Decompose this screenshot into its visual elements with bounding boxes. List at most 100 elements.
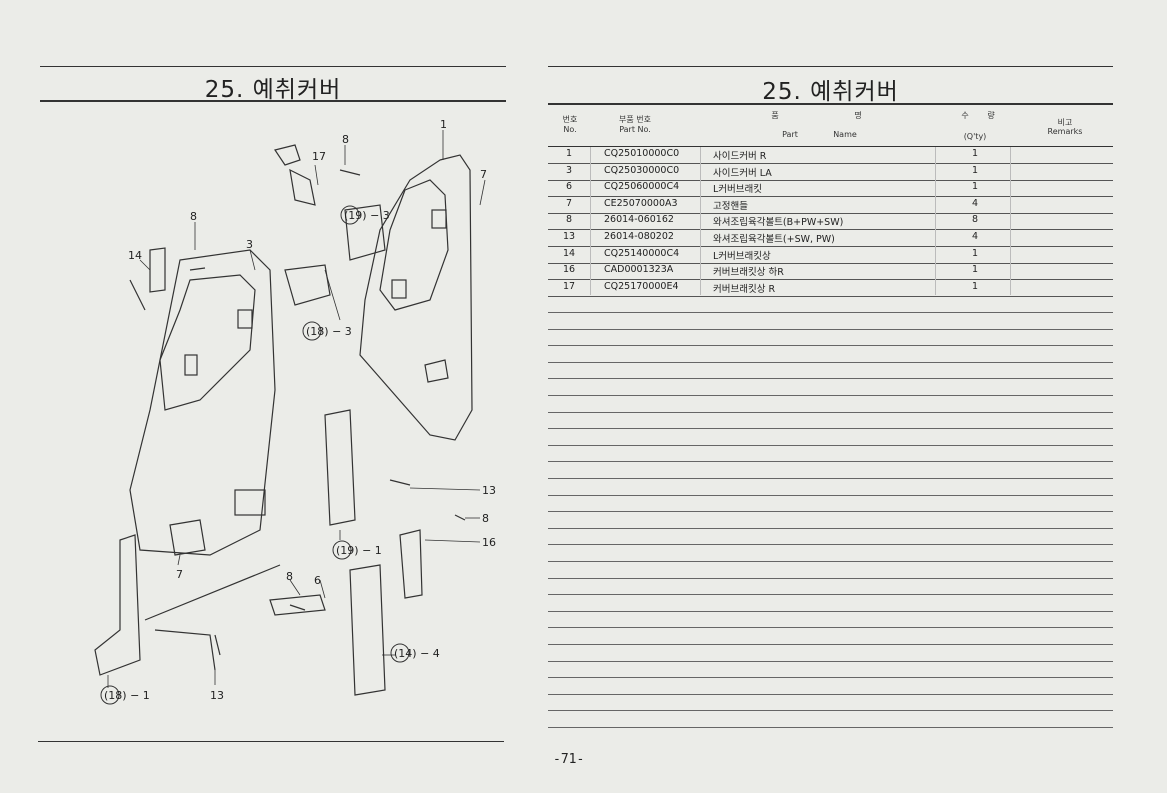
header-name-en-2: Name xyxy=(833,130,857,139)
row-quantity: 4 xyxy=(971,231,979,242)
callout-8-top: 8 xyxy=(342,133,349,146)
callout-17: 17 xyxy=(312,150,326,163)
row-no: 1 xyxy=(565,148,573,159)
column-separator xyxy=(700,147,701,295)
exploded-parts-diagram: 1 7 8 17 (19) − 3 8 3 14 (18) − 3 13 8 1… xyxy=(94,118,496,705)
callout-16: 16 xyxy=(482,536,496,549)
callout-7-bottom: 7 xyxy=(176,568,183,581)
row-quantity: 1 xyxy=(971,181,979,193)
blank-row-rule xyxy=(548,727,1113,728)
row-quantity: 8 xyxy=(971,214,979,226)
row-no: 13 xyxy=(562,231,576,242)
row-no: 14 xyxy=(562,247,576,259)
row-no: 8 xyxy=(565,214,573,226)
right-page-title: 25. 예취커버 xyxy=(762,79,899,105)
row-quantity: 1 xyxy=(971,280,979,292)
blank-row-rule xyxy=(548,627,1113,628)
row-part-number: 26014-080202 xyxy=(604,231,674,242)
blank-row-rule xyxy=(548,312,1113,313)
table-row-rule xyxy=(548,229,1113,231)
row-quantity: 1 xyxy=(971,148,979,159)
page-number: -71- xyxy=(553,752,585,767)
header-qty-en: (Q'ty) xyxy=(963,132,987,141)
header-no-en: No. xyxy=(563,125,577,134)
row-part-number: CQ25140000C4 xyxy=(604,247,680,259)
blank-row-rule xyxy=(548,461,1113,462)
row-part-number: CQ25030000C0 xyxy=(604,164,680,176)
right-title-bottom-rule xyxy=(548,103,1113,105)
blank-row-rule xyxy=(548,378,1113,379)
blank-row-rule xyxy=(548,710,1113,711)
blank-row-rule xyxy=(548,578,1113,579)
header-part-no-en: Part No. xyxy=(619,125,651,134)
row-quantity: 1 xyxy=(971,264,979,276)
table-row-rule xyxy=(548,196,1113,198)
right-title-top-rule xyxy=(548,66,1113,67)
row-no: 17 xyxy=(562,280,576,292)
callout-1: 1 xyxy=(440,118,447,131)
row-part-name: 사이드커버 LA xyxy=(713,167,772,179)
left-bottom-rule xyxy=(38,741,504,742)
callout-8-bottom: 8 xyxy=(286,570,293,583)
row-part-number: 26014-060162 xyxy=(604,214,674,226)
row-part-name: 커버브래킷상 R xyxy=(713,283,776,295)
header-name-en-1: Part xyxy=(782,130,798,139)
callout-18-1: (18) − 1 xyxy=(104,689,150,702)
blank-row-rule xyxy=(548,395,1113,396)
header-part-no-ko: 부품 번호 xyxy=(619,115,651,124)
row-quantity: 1 xyxy=(971,247,979,259)
row-part-number: CAD0001323A xyxy=(604,264,674,276)
table-row-rule xyxy=(548,179,1113,181)
blank-row-rule xyxy=(548,694,1113,695)
blank-row-rule xyxy=(548,478,1113,479)
row-part-name: 와셔조립육각볼트(B+PW+SW) xyxy=(713,217,844,229)
left-page-title: 25. 예취커버 xyxy=(204,77,342,103)
blank-row-rule xyxy=(548,611,1113,612)
table-header-rule xyxy=(548,146,1113,147)
row-part-number: CQ25010000C0 xyxy=(604,148,680,159)
blank-row-rule xyxy=(548,428,1113,429)
table-row-rule xyxy=(548,212,1113,214)
table-row-rule xyxy=(548,262,1113,264)
blank-row-rule xyxy=(548,594,1113,595)
row-part-name: 고정핸들 xyxy=(713,200,748,212)
blank-row-rule xyxy=(548,345,1113,346)
callout-7: 7 xyxy=(480,168,487,181)
blank-row-rule xyxy=(548,561,1113,562)
blank-row-rule xyxy=(548,528,1113,529)
row-part-name: L커버브래킷 xyxy=(713,184,762,196)
blank-row-rule xyxy=(548,445,1113,446)
blank-row-rule xyxy=(548,412,1113,413)
blank-row-rule xyxy=(548,677,1113,678)
blank-row-rule xyxy=(548,362,1113,363)
header-remarks-ko: 비고 xyxy=(1057,118,1073,127)
header-name-ko-2: 명 xyxy=(854,111,862,120)
callout-14: 14 xyxy=(128,249,142,262)
header-remarks-en: Remarks xyxy=(1047,127,1083,136)
column-separator xyxy=(935,147,936,295)
callout-3: 3 xyxy=(246,238,253,251)
row-part-name: 와셔조립육각볼트(+SW, PW) xyxy=(713,234,835,245)
blank-row-rule xyxy=(548,511,1113,512)
callout-14-4: (14) − 4 xyxy=(394,647,440,660)
row-no: 6 xyxy=(565,181,573,193)
callout-13-bottom: 13 xyxy=(210,689,224,702)
blank-row-rule xyxy=(548,329,1113,330)
callout-6: 6 xyxy=(314,574,321,587)
row-part-name: L커버브래킷상 xyxy=(713,250,771,262)
header-no-ko: 번호 xyxy=(562,115,578,124)
blank-row-rule xyxy=(548,644,1113,645)
callout-13-right: 13 xyxy=(482,484,496,497)
callout-8-left: 8 xyxy=(190,210,197,223)
callout-18-3: (18) − 3 xyxy=(306,325,352,338)
row-no: 16 xyxy=(562,264,576,276)
header-name-ko-1: 품 xyxy=(771,111,779,120)
column-separator xyxy=(1010,147,1011,295)
left-title-top-rule xyxy=(40,66,506,67)
row-part-number: CQ25170000E4 xyxy=(604,280,679,292)
row-no: 7 xyxy=(565,197,573,209)
row-quantity: 4 xyxy=(971,197,979,209)
row-part-name: 사이드커버 R xyxy=(713,151,767,162)
callout-19-1: (19) − 1 xyxy=(336,544,382,557)
table-row-rule xyxy=(548,246,1113,247)
